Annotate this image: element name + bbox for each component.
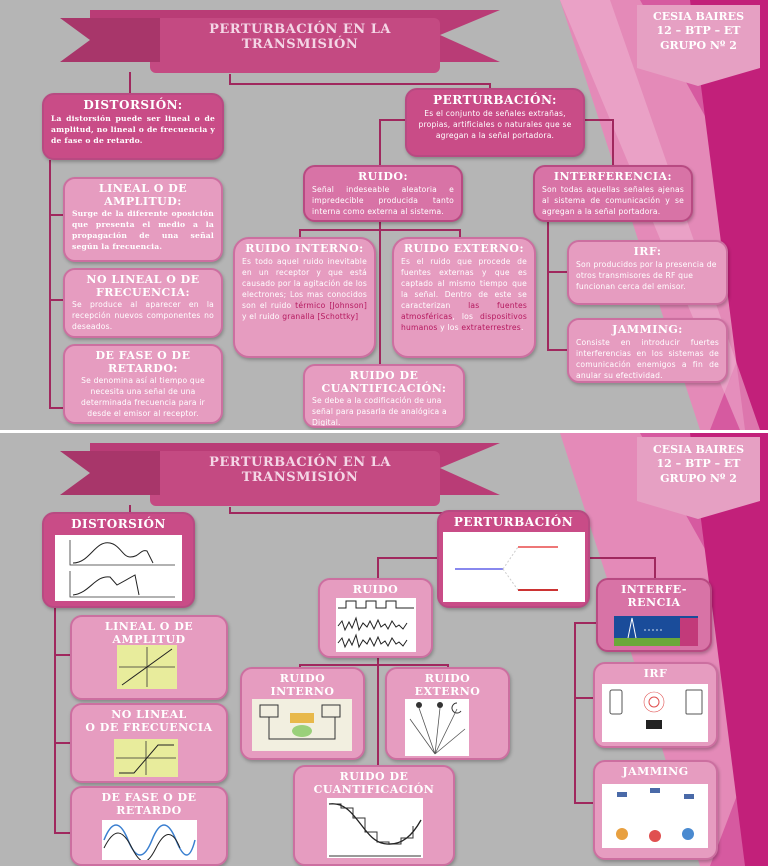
title-ribbon xyxy=(60,443,500,506)
interferencia-node: INTERFERENCIA: Son todas aquellas señale… xyxy=(533,165,693,222)
ruido-image-node: RUIDO xyxy=(318,578,433,658)
author-tag xyxy=(637,437,760,519)
fase-node: DE FASE O DE RETARDO: Se denomina así al… xyxy=(63,344,223,424)
jamming-satellites-image xyxy=(602,784,708,848)
noise-signal-image xyxy=(336,598,416,652)
lineal-image-node: LINEAL O DE AMPLITUD xyxy=(70,615,228,700)
perturbacion-node: PERTURBACIÓN: Es el conjunto de señales … xyxy=(405,88,585,157)
ruido-cuantificacion-node: RUIDO DE CUANTIFICACIÓN: Se debe a la co… xyxy=(303,364,465,428)
jamming-image-node: JAMMING xyxy=(593,760,718,860)
jamming-node: JAMMING: Consiste en introducir fuertes … xyxy=(567,318,728,383)
rf-interference-image xyxy=(602,684,708,742)
ruido-externo-node: RUIDO EXTERNO: Es el ruido que procede d… xyxy=(392,237,536,358)
internal-noise-diagram-image xyxy=(252,699,352,751)
title-ribbon xyxy=(60,10,500,73)
external-noise-sources-image xyxy=(405,699,469,756)
perturbacion-image-node: PERTURBACIÓN xyxy=(437,510,590,608)
distorsion-image-node: DISTORSIÓN xyxy=(42,512,195,608)
distorsion-node: DISTORSIÓN: La distorsión puede ser line… xyxy=(42,93,224,160)
irf-node: IRF: Son producidos por la presencia de … xyxy=(567,240,728,305)
phase-delay-image xyxy=(102,820,197,860)
author-tag xyxy=(637,5,760,86)
interference-tower-image xyxy=(614,616,698,646)
ruido-interno-node: RUIDO INTERNO: Es todo aquel ruido inevi… xyxy=(233,237,376,358)
interferencia-image-node: INTERFE-RENCIA xyxy=(596,578,712,652)
quantization-graph-image xyxy=(327,798,423,858)
lineal-node: LINEAL O DE AMPLITUD: Surge de la difere… xyxy=(63,177,223,262)
linear-transfer-image xyxy=(117,645,177,689)
irf-image-node: IRF xyxy=(593,662,718,748)
ruido-node: RUIDO: Señal indeseable aleatoria e impr… xyxy=(303,165,463,222)
nonlinear-transfer-image xyxy=(114,739,178,777)
energy-split-image xyxy=(443,532,585,602)
distortion-graph-image xyxy=(55,535,182,601)
no-lineal-node: NO LINEAL O DE FRECUENCIA: Se produce al… xyxy=(63,268,223,338)
